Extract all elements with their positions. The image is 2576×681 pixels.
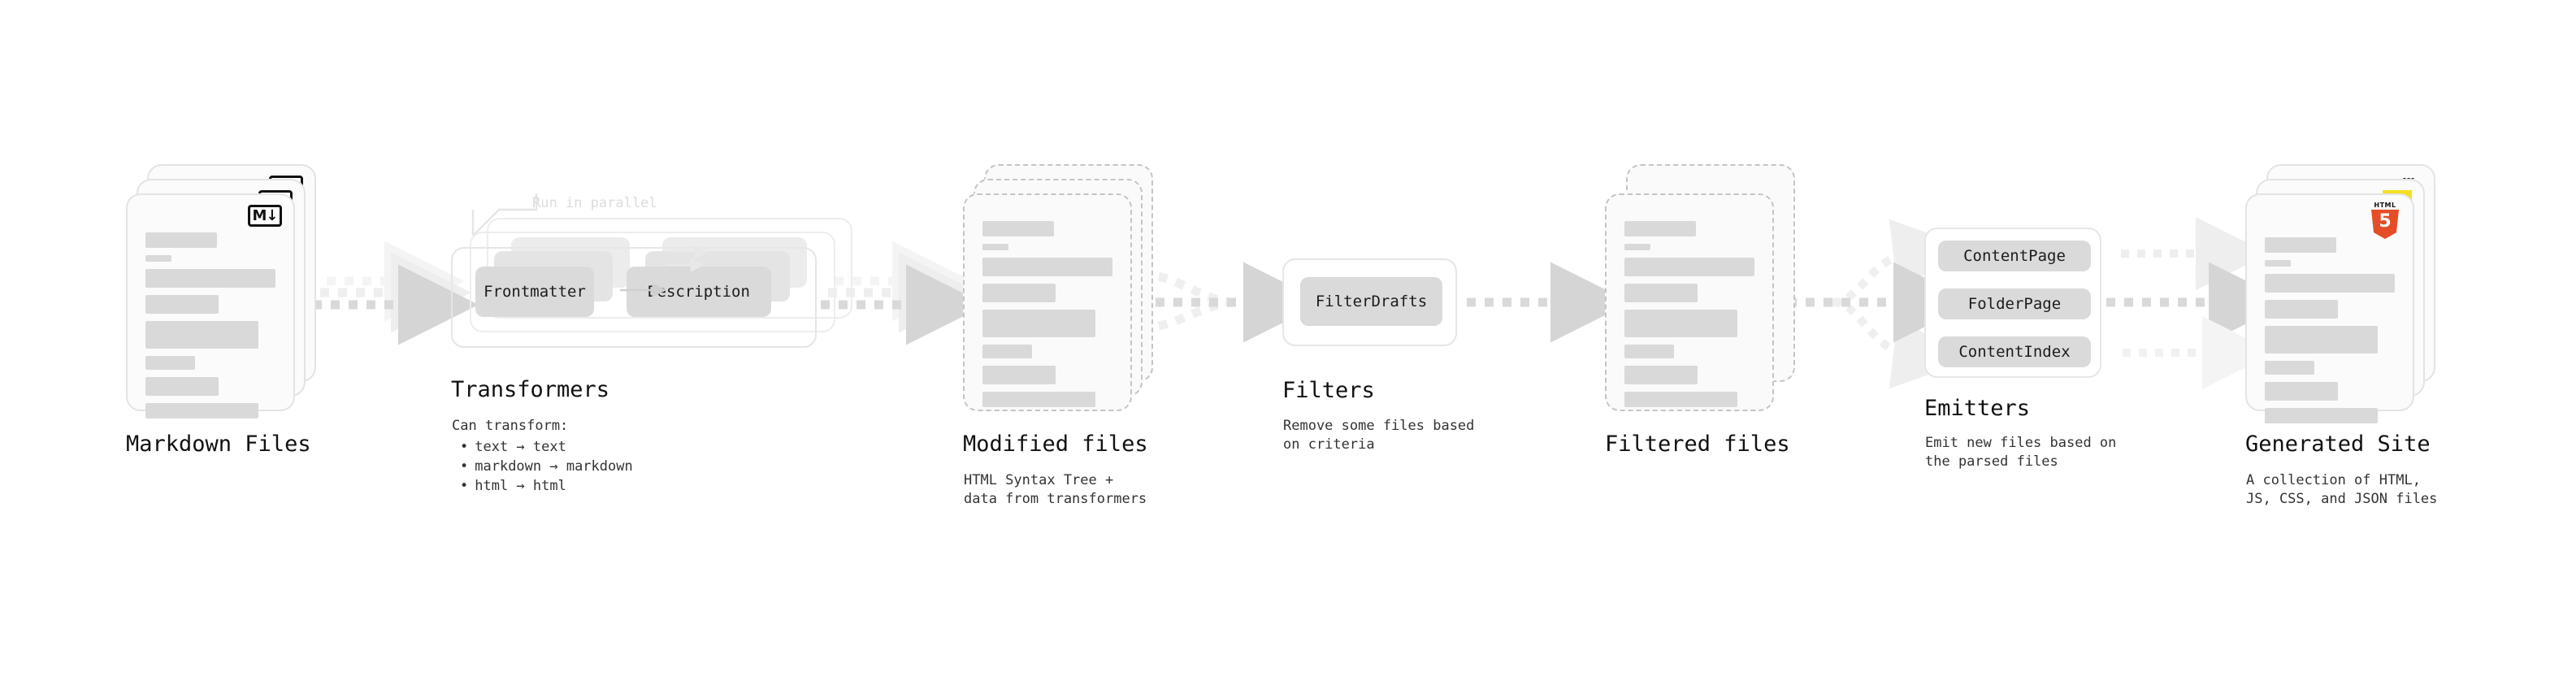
transformer-chip-description[interactable]: Description: [627, 267, 771, 317]
emitter-chip-folderpage[interactable]: FolderPage: [1938, 288, 2091, 319]
stage-markdown-files[interactable]: M↓ M↓ M↓: [126, 164, 329, 437]
document-card-front: M↓: [126, 193, 295, 419]
emitter-chip-contentpage[interactable]: ContentPage: [1938, 241, 2091, 271]
stage-filtered-files[interactable]: [1605, 164, 1808, 437]
stage-desc-transformers: Can transform:: [452, 418, 569, 434]
list-item: text → text: [455, 437, 633, 457]
stage-transformers[interactable]: Frontmatter Description Frontmatter Desc…: [451, 218, 852, 348]
stage-title-markdown-files: Markdown Files: [126, 432, 311, 457]
transformer-panel-front: Frontmatter Description: [451, 247, 817, 348]
html5-icon: HTML 5: [2369, 202, 2401, 239]
document-card-front: [1605, 193, 1774, 411]
filter-chip-filterdrafts[interactable]: FilterDrafts: [1300, 277, 1442, 326]
connector-emitters-to-site: [2106, 217, 2289, 389]
transformer-capability-list: text → text markdown → markdown html → h…: [455, 437, 633, 496]
document-placeholder-lines: [2265, 237, 2395, 431]
document-placeholder-lines: [145, 232, 275, 426]
stage-generated-site[interactable]: CSS HTML 5: [2245, 164, 2448, 437]
stage-desc-modified-files: HTML Syntax Tree + data from transformer…: [964, 472, 1147, 507]
stage-desc-filters: Remove some files based on criteria: [1283, 418, 1475, 453]
list-item: html → html: [455, 476, 633, 496]
document-card-front: HTML 5: [2245, 193, 2414, 423]
emitter-chip-contentindex[interactable]: ContentIndex: [1938, 336, 2091, 367]
stage-desc-emitters: Emit new files based on the parsed files: [1925, 435, 2117, 470]
transformer-chip-frontmatter[interactable]: Frontmatter: [475, 267, 594, 317]
stage-filters-box[interactable]: FilterDrafts: [1282, 258, 1457, 346]
stage-title-filters: Filters: [1282, 378, 1375, 403]
document-card-front: [963, 193, 1132, 411]
stage-title-modified-files: Modified files: [963, 432, 1148, 457]
stage-modified-files[interactable]: [963, 164, 1166, 437]
markdown-icon: M↓: [248, 205, 282, 227]
stage-title-transformers: Transformers: [451, 377, 610, 402]
stage-title-filtered-files: Filtered files: [1605, 432, 1790, 457]
list-item: markdown → markdown: [455, 457, 632, 476]
document-placeholder-lines: [982, 221, 1112, 414]
run-in-parallel-label: Run in parallel: [532, 195, 657, 211]
document-placeholder-lines: [1624, 221, 1754, 414]
stage-title-emitters: Emitters: [1924, 396, 2031, 421]
stage-desc-generated-site: A collection of HTML, JS, CSS, and JSON …: [2246, 472, 2438, 507]
stage-title-generated-site: Generated Site: [2245, 432, 2431, 457]
stage-emitters-box[interactable]: ContentPage FolderPage ContentIndex: [1924, 228, 2101, 378]
